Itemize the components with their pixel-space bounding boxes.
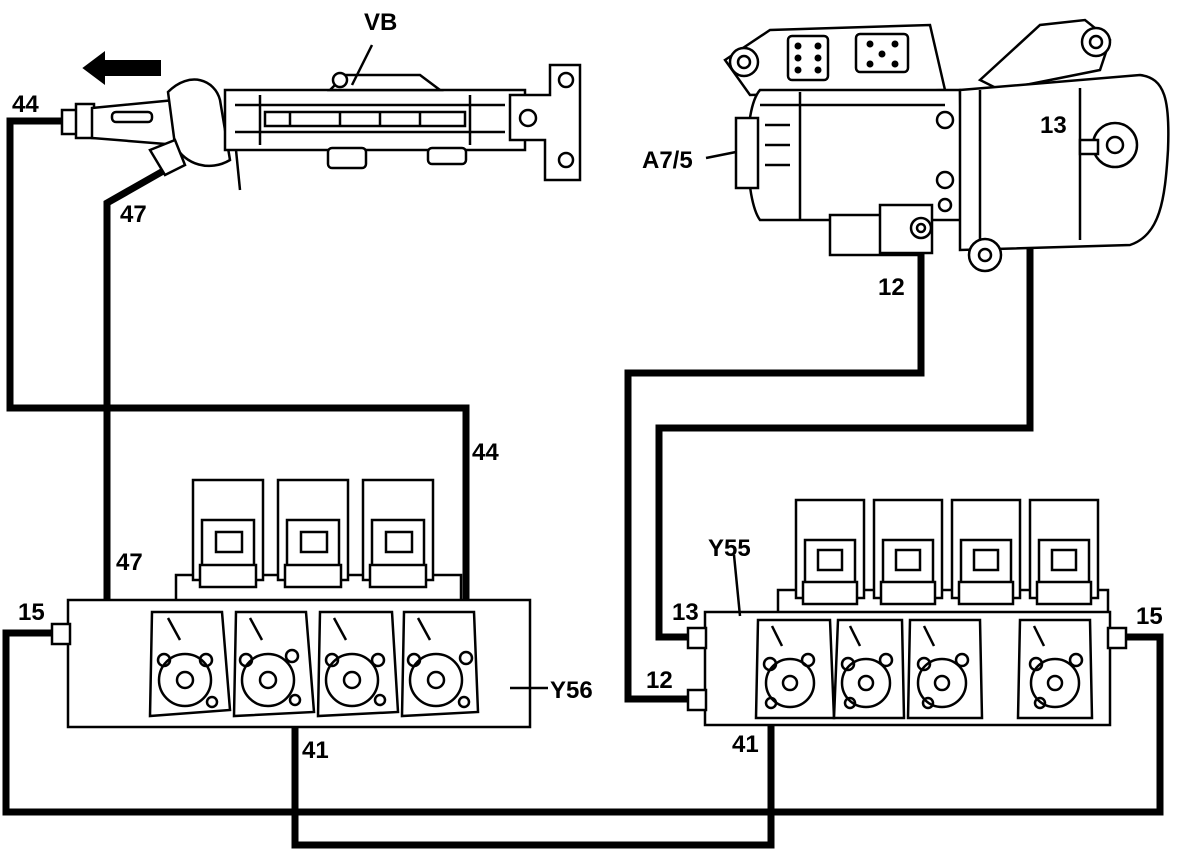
valve-block-y55 [686,498,1128,727]
valve-block-y56 [50,478,548,729]
connector-2 [276,478,350,589]
y55-valve-2 [832,618,906,720]
label-44-mid: 44 [472,439,499,466]
connector-1 [794,498,866,606]
line-44 [6,117,470,658]
y56-valve-2 [232,610,316,718]
label-a7-5: A7/5 [642,147,693,174]
connector-2 [872,498,944,606]
y55-valve-1 [754,618,836,720]
label-47-mid: 47 [116,549,143,576]
connector-3 [950,498,1022,606]
y56-valve-3 [316,610,400,718]
connector-4 [1028,498,1100,606]
pump-assembly [705,18,1170,273]
y55-valve-3 [906,618,984,720]
label-44-top: 44 [12,91,39,118]
label-13-top: 13 [1040,112,1067,139]
label-15-left: 15 [18,599,45,626]
labels: VB A7/5 Y55 Y56 44 44 47 47 13 13 12 12 … [12,9,1163,764]
label-13-mid: 13 [672,599,699,626]
label-41-left: 41 [302,737,329,764]
line-12 [624,228,925,703]
direction-arrow-icon [82,51,161,85]
label-41-right: 41 [732,731,759,758]
line-41 [291,705,775,849]
label-y56: Y56 [550,677,593,704]
label-y55: Y55 [708,535,751,562]
connector-3 [361,478,435,589]
connector-1 [191,478,265,589]
label-12-top: 12 [878,274,905,301]
label-15-right: 15 [1136,603,1163,630]
y56-valve-1 [148,610,232,718]
steering-column [60,44,582,191]
line-15 [2,629,1164,816]
label-12-mid: 12 [646,667,673,694]
label-47-top: 47 [120,201,147,228]
y56-valve-4 [400,610,480,718]
label-vb: VB [364,9,397,36]
y55-valve-4 [1016,618,1094,720]
